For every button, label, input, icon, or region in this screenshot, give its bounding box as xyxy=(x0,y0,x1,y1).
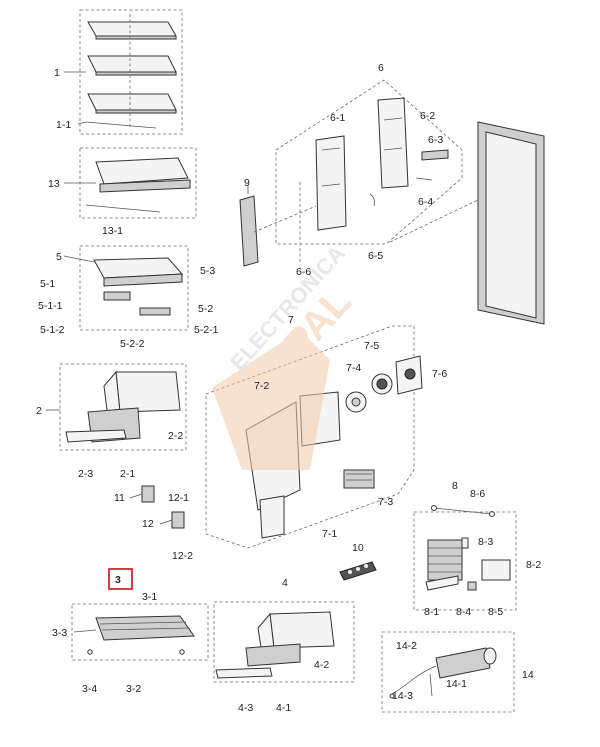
label-2-1: 2-1 xyxy=(120,468,135,480)
label-7-6: 7-6 xyxy=(432,368,447,380)
label-12-2: 12-2 xyxy=(172,550,193,562)
label-6: 6 xyxy=(378,62,384,74)
label-7-1: 7-1 xyxy=(322,528,337,540)
label-5-1-1: 5-1-1 xyxy=(38,300,63,312)
label-3: 3 xyxy=(115,574,121,586)
label-5-2: 5-2 xyxy=(198,303,213,315)
fridge-cabinet xyxy=(389,121,545,325)
group-14-water-filter xyxy=(381,631,515,713)
group-8-evaporator-assembly xyxy=(413,505,517,611)
label-12: 12 xyxy=(142,518,154,530)
label-12-1: 12-1 xyxy=(168,492,189,504)
label-5: 5 xyxy=(56,251,62,263)
label-3-1: 3-1 xyxy=(142,591,157,603)
group-2-crisper-drawer xyxy=(46,363,187,451)
shelf-1-top xyxy=(87,21,177,40)
label-5-3: 5-3 xyxy=(200,265,215,277)
label-7-2: 7-2 xyxy=(254,380,269,392)
label-8-1: 8-1 xyxy=(424,606,439,618)
label-4-1: 4-1 xyxy=(276,702,291,714)
label-8-3: 8-3 xyxy=(478,536,493,548)
group-4-drawer xyxy=(213,601,355,683)
part-labels: 1 1-1 13 13-1 5 5-1 5-1-1 5-1-2 5-3 5-2 … xyxy=(36,62,541,714)
label-1: 1 xyxy=(54,67,60,79)
group-5-drawer-cover xyxy=(63,245,189,331)
group-9-strip xyxy=(239,186,259,267)
group-10-ice-tray xyxy=(339,561,377,581)
label-8-5: 8-5 xyxy=(488,606,503,618)
label-3-3: 3-3 xyxy=(52,627,67,639)
group-6-duct-assembly xyxy=(253,79,463,262)
label-8-6: 8-6 xyxy=(470,488,485,500)
label-11: 11 xyxy=(114,492,125,504)
group-3-vegetable-cover xyxy=(71,603,209,661)
label-7: 7 xyxy=(288,314,294,326)
label-5-2-1: 5-2-1 xyxy=(194,324,219,336)
watermark-shape xyxy=(212,330,330,470)
label-3-2: 3-2 xyxy=(126,683,141,695)
label-3-4: 3-4 xyxy=(82,683,97,695)
label-5-1-2: 5-1-2 xyxy=(40,324,65,336)
label-6-3: 6-3 xyxy=(428,134,443,146)
label-7-3: 7-3 xyxy=(378,496,393,508)
label-8-2: 8-2 xyxy=(526,559,541,571)
label-14-3: 14-3 xyxy=(392,690,413,702)
label-5-1: 5-1 xyxy=(40,278,55,290)
group-13-shelf xyxy=(64,147,197,219)
label-14: 14 xyxy=(522,669,534,681)
label-10: 10 xyxy=(352,542,364,554)
label-8: 8 xyxy=(452,480,458,492)
label-8-4: 8-4 xyxy=(456,606,471,618)
label-2: 2 xyxy=(36,405,42,417)
label-4-2: 4-2 xyxy=(314,659,329,671)
label-13-1: 13-1 xyxy=(102,225,123,237)
label-14-2: 14-2 xyxy=(396,640,417,652)
shelf-1-middle xyxy=(87,55,177,76)
label-6-5: 6-5 xyxy=(368,250,383,262)
label-9: 9 xyxy=(244,177,250,189)
label-7-5: 7-5 xyxy=(364,340,379,352)
label-14-1: 14-1 xyxy=(446,678,467,690)
label-6-2: 6-2 xyxy=(420,110,435,122)
label-4-3: 4-3 xyxy=(238,702,253,714)
label-7-4: 7-4 xyxy=(346,362,361,374)
label-4: 4 xyxy=(282,577,288,589)
group-1-glass-shelves xyxy=(64,9,183,135)
label-1-1: 1-1 xyxy=(56,119,71,131)
group-11-12-small-parts xyxy=(129,485,185,529)
label-6-1: 6-1 xyxy=(330,112,345,124)
label-13: 13 xyxy=(48,178,60,190)
label-2-2: 2-2 xyxy=(168,430,183,442)
label-5-2-2: 5-2-2 xyxy=(120,338,145,350)
label-6-4: 6-4 xyxy=(418,196,433,208)
label-2-3: 2-3 xyxy=(78,468,93,480)
shelf-1-bottom xyxy=(87,93,177,114)
highlight-box-part-3 xyxy=(108,568,133,590)
label-6-6: 6-6 xyxy=(296,266,311,278)
